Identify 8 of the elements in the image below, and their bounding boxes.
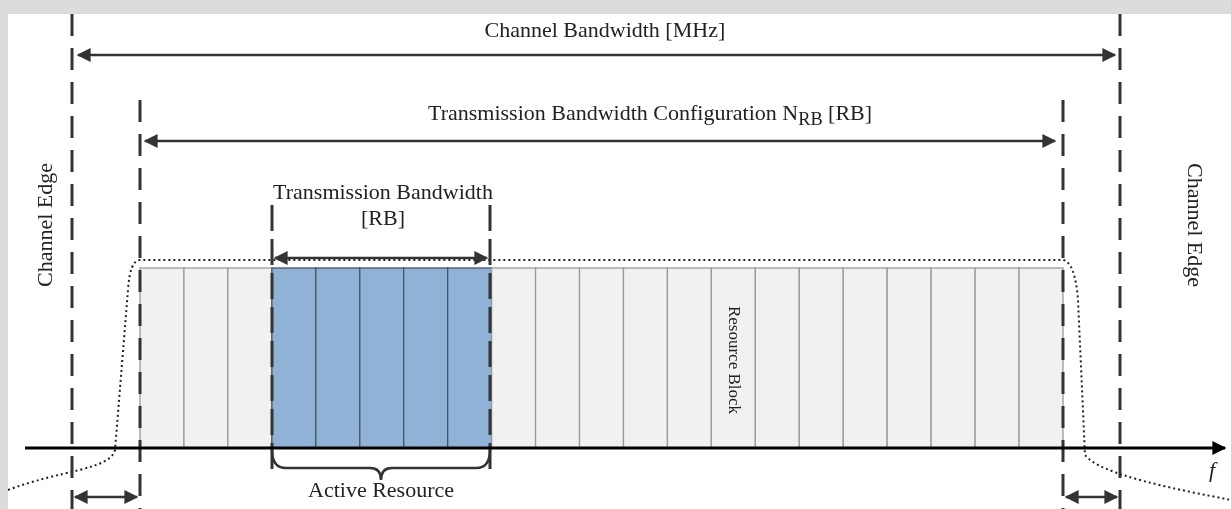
boundary-label: Channel Edge [1182, 163, 1208, 287]
dimension-label: Transmission Bandwidth [RB] [272, 179, 494, 231]
dimension-label: Transmission Bandwidth Configuration N$_{RB}$ [RB] [428, 100, 873, 132]
resource-block-label: Resource Block [724, 305, 746, 415]
boundary-label: Channel Edge [32, 163, 58, 287]
brace-label: Active Resource [308, 477, 454, 503]
axis-label: f [1209, 457, 1216, 483]
dimension-label: Channel Bandwidth [MHz] [484, 17, 726, 43]
